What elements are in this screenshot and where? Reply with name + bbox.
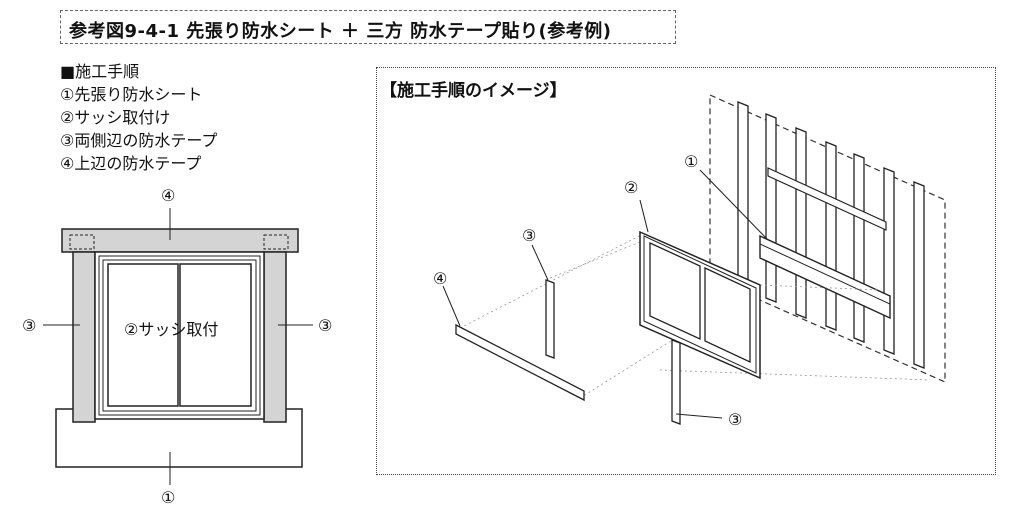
panel-label-sheet: ① — [684, 152, 699, 171]
panel-label-tape-upper: ③ — [522, 226, 537, 245]
top-tape-corner-right — [263, 234, 289, 250]
procedure-heading: ■施工手順 — [60, 62, 140, 81]
sash-exploded — [639, 230, 761, 380]
sash-pane-left — [107, 263, 179, 407]
side-tape-exploded-upper — [545, 279, 555, 359]
sash-frame-mid — [98, 255, 261, 416]
procedure-step-4: ④上辺の防水テープ — [60, 154, 202, 173]
front-label-right: ③ — [318, 316, 333, 335]
wall-outline — [709, 94, 946, 383]
panel-label-tape-top: ④ — [433, 269, 448, 288]
front-label-top: ④ — [161, 186, 176, 205]
procedure-list: ■施工手順 ①先張り防水シート ②サッシ取付け ③両側辺の防水テープ ④上辺の防… — [60, 60, 217, 175]
side-tape-exploded-lower — [671, 339, 681, 425]
panel-label-sash: ② — [624, 178, 639, 197]
title-box: 参考図9-4-1 先張り防水シート ＋ 三方 防水テープ貼り(参考例) — [60, 10, 676, 44]
window-sill — [759, 234, 891, 320]
front-label-left: ③ — [22, 316, 37, 335]
wall-studs — [737, 101, 925, 369]
panel-label-tape-lower: ③ — [728, 410, 743, 429]
procedure-step-2: ②サッシ取付け — [60, 108, 171, 127]
sash-pane-right — [179, 263, 252, 407]
top-tape-exploded — [455, 323, 585, 402]
sash-frame-inner — [102, 259, 257, 412]
top-tape-corner-left — [69, 234, 95, 250]
image-panel — [376, 67, 996, 475]
procedure-step-1: ①先張り防水シート — [60, 85, 203, 104]
window-header — [767, 167, 887, 231]
sash-label: ②サッシ取付 — [124, 320, 219, 339]
procedure-step-3: ③両側辺の防水テープ — [60, 131, 218, 150]
image-panel-title: 【施工手順のイメージ】 — [380, 81, 567, 101]
figure-title: 参考図9-4-1 先張り防水シート ＋ 三方 防水テープ貼り(参考例) — [69, 21, 612, 42]
front-label-bottom: ① — [161, 488, 176, 507]
